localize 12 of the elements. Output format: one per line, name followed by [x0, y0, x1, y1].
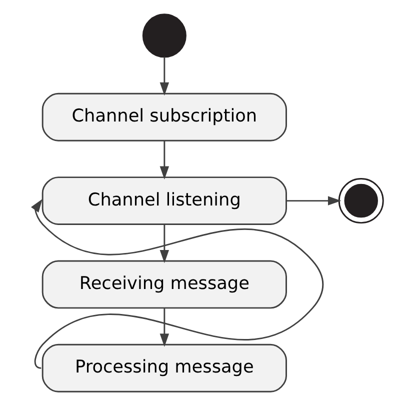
node-circle: [338, 178, 384, 224]
node-box: Channel listening: [41, 176, 286, 226]
arrow: [159, 224, 169, 264]
arrow: [159, 308, 169, 347]
arrow: [286, 196, 341, 206]
arrow: [30, 198, 324, 369]
node-box: Channel subscription: [41, 92, 286, 142]
node-box: Receiving message: [41, 260, 286, 309]
arrow: [159, 140, 169, 180]
arrow: [159, 56, 169, 96]
node-box: Processing message: [41, 344, 286, 392]
node-circle: [142, 14, 186, 58]
